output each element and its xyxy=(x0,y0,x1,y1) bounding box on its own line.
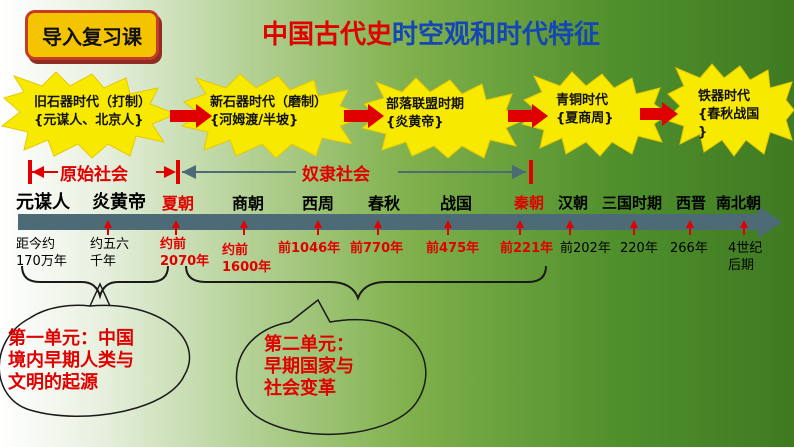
period-label: 西晋 xyxy=(676,194,707,212)
arrow-right-icon xyxy=(512,165,526,179)
brace-unit2 xyxy=(185,265,547,301)
society-primitive: 原始社会 xyxy=(60,165,128,185)
unit1-text: 第一单元：中国境内早期人类与文明的起源 xyxy=(8,328,134,393)
date-label: 266年 xyxy=(670,241,708,256)
tick-arrow-icon xyxy=(374,220,382,228)
title-part-2: 时空观和时代特征 xyxy=(392,20,601,50)
period-label: 汉朝 xyxy=(558,194,589,212)
era-examples: {炎黄帝} xyxy=(386,115,444,130)
date-label: 前221年 xyxy=(500,241,554,256)
tick-arrow-icon xyxy=(630,220,638,228)
period-label: 炎黄帝 xyxy=(92,192,146,213)
era-label: 新石器时代（磨制） xyxy=(210,95,328,110)
arrow-right-icon xyxy=(170,104,212,128)
era-examples: {春秋战国 xyxy=(698,107,760,122)
era-examples: {夏商周} xyxy=(556,111,614,126)
unit2-text: 第二单元：早期国家与社会变革 xyxy=(264,334,354,399)
arrow-right-icon xyxy=(640,102,678,126)
period-label: 夏朝 xyxy=(162,194,195,213)
arrow-right-icon xyxy=(508,104,548,128)
arrow-right-icon xyxy=(344,104,384,128)
tick-arrow-icon xyxy=(172,220,180,228)
tick-arrow-icon xyxy=(444,220,452,228)
tick-arrow-icon xyxy=(240,220,248,228)
era-burst-1: 旧石器时代（打制） {元谋人、北京人} xyxy=(0,70,180,160)
tick-arrow-icon xyxy=(104,220,112,228)
period-label: 商朝 xyxy=(232,194,265,213)
tick-arrow-icon xyxy=(686,220,694,228)
date-label: 前770年 xyxy=(350,241,404,256)
tick-arrow-icon xyxy=(740,220,748,228)
period-label: 南北朝 xyxy=(716,194,762,212)
arrow-right-icon xyxy=(164,166,176,178)
era-label: 青铜时代 xyxy=(556,93,609,108)
society-slave: 奴隶社会 xyxy=(302,165,370,185)
period-label: 战国 xyxy=(440,194,473,213)
era-examples-end: } xyxy=(698,125,708,140)
date-label: 前1046年 xyxy=(278,241,341,256)
tick-arrow-icon xyxy=(566,220,574,228)
date-label: 前202年 xyxy=(560,241,611,256)
date-label: 220年 xyxy=(620,241,658,256)
arrow-left-icon xyxy=(32,166,44,178)
date-label: 约五六千年 xyxy=(90,237,130,269)
period-label: 元谋人 xyxy=(16,192,70,213)
tick-arrow-icon xyxy=(314,220,322,228)
tick-arrow-icon xyxy=(516,220,524,228)
period-label: 三国时期 xyxy=(602,194,663,212)
period-label: 春秋 xyxy=(368,194,401,213)
period-label: 秦朝 xyxy=(514,194,545,212)
era-label: 旧石器时代（打制） xyxy=(34,95,152,110)
era-label: 部落联盟时期 xyxy=(386,97,465,112)
date-label: 前475年 xyxy=(426,241,480,256)
era-burst-2: 新石器时代（磨制） {河姆渡/半坡} xyxy=(180,72,370,160)
date-label: 4世纪后期 xyxy=(728,241,763,273)
title-part-1: 中国古代史 xyxy=(262,20,393,50)
brace-unit1 xyxy=(21,265,169,300)
lesson-tag: 导入复习课 xyxy=(25,10,159,60)
era-examples: {元谋人、北京人} xyxy=(34,113,144,128)
era-examples: {河姆渡/半坡} xyxy=(210,113,299,128)
era-label: 铁器时代 xyxy=(698,89,751,104)
era-burst-5: 铁器时代 {春秋战国 } xyxy=(664,62,794,158)
period-label: 西周 xyxy=(302,194,335,213)
page-title: 中国古代史时空观和时代特征 xyxy=(262,14,600,51)
era-burst-3: 部落联盟时期 {炎黄帝} xyxy=(360,76,530,160)
era-burst-4: 青铜时代 {夏商周} xyxy=(520,70,670,158)
arrow-left-icon xyxy=(182,165,196,179)
arrow-right-icon xyxy=(758,206,782,238)
